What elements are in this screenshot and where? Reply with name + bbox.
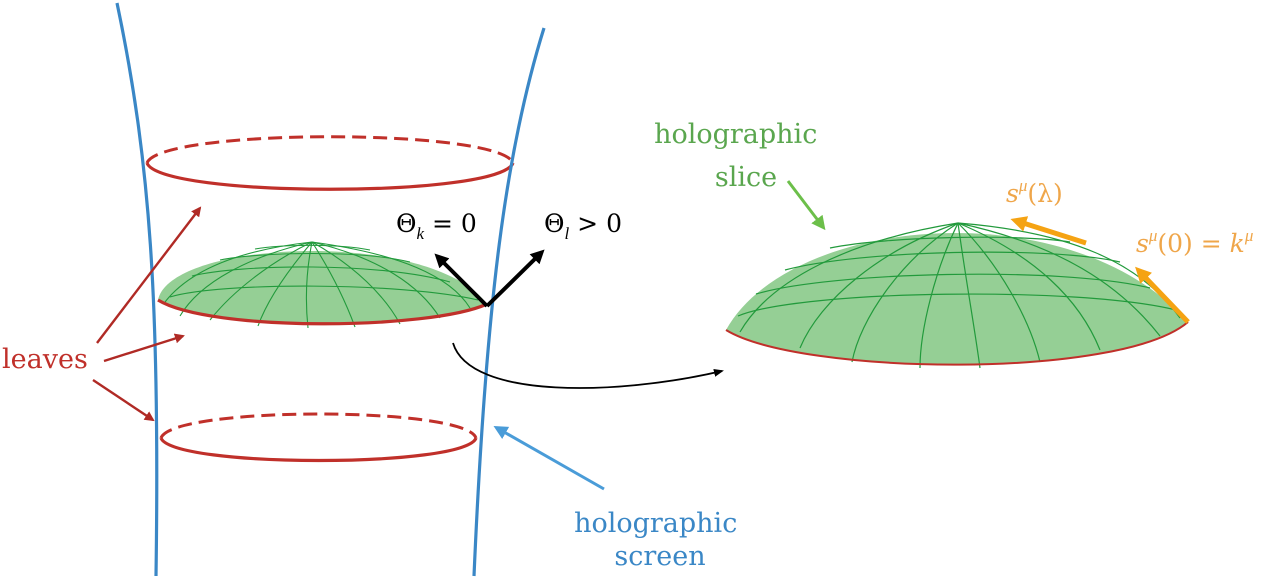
slice-pointer-arrow — [786, 180, 826, 231]
large-holographic-slice — [725, 222, 1189, 369]
top-leaf — [145, 135, 515, 191]
holographic-screen-boundary — [115, 2, 546, 577]
s-lambda-label: sμ(λ) — [1006, 176, 1063, 208]
s-zero-label: sμ(0) = kμ — [1136, 226, 1253, 258]
holographic-screen-label: holographic screen — [574, 508, 746, 572]
bottom-leaf — [159, 412, 478, 463]
theta-l-label: Θl > 0 — [544, 209, 622, 243]
null-normal-vectors — [434, 249, 545, 308]
theta-k-label: Θk = 0 — [396, 209, 477, 243]
screen-pointer-arrow — [493, 426, 605, 491]
leaves-arrows — [92, 206, 202, 422]
small-holographic-slice — [157, 241, 488, 329]
holographic-slice-label: holographic slice — [654, 119, 826, 193]
tangent-vectors — [1010, 216, 1190, 324]
zoom-arrow — [452, 342, 724, 389]
leaves-label: leaves — [2, 344, 88, 375]
